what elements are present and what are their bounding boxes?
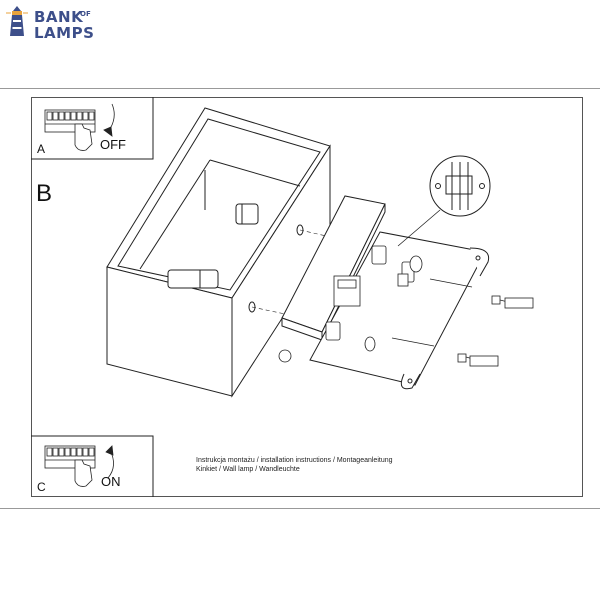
step-b-label: B	[36, 180, 53, 207]
lighthouse-icon	[6, 6, 28, 36]
logo-line2: LAMPS	[34, 24, 95, 42]
wall-bracket	[309, 231, 490, 390]
page-bottom-rule	[0, 508, 600, 509]
step-c-state: ON	[101, 474, 121, 489]
lamp-housing	[106, 107, 331, 398]
screws	[391, 278, 534, 367]
logo-line1-suffix: OF	[80, 10, 91, 18]
terminal-block-icon-a	[44, 103, 115, 151]
step-a-label: A	[37, 142, 46, 156]
detail-callout	[397, 155, 491, 247]
step-a-state: OFF	[100, 137, 126, 152]
instruction-frame	[31, 97, 583, 497]
logo-line1: BANK	[34, 8, 84, 26]
page-top-rule	[0, 88, 600, 89]
step-c-label: C	[37, 480, 46, 494]
caption-line2: Kinkiet / Wall lamp / Wandleuchte	[196, 466, 300, 473]
connector-parts	[278, 245, 423, 363]
step-c-box	[31, 435, 154, 497]
terminal-block-icon-c	[44, 445, 114, 487]
caption-line1: Instrukcja montażu / installation instru…	[196, 457, 393, 464]
bank-of-lamps-logo: BANK OF LAMPS	[4, 4, 104, 42]
step-a-box	[31, 97, 154, 160]
